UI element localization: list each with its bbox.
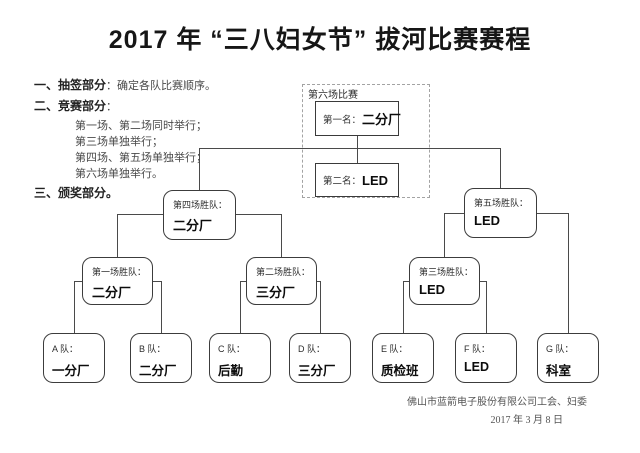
team-box-b: B 队： 二分厂 bbox=[130, 333, 192, 383]
connector-line bbox=[199, 148, 200, 190]
connector-line bbox=[357, 136, 358, 163]
winner-label: 第四场胜队： bbox=[173, 200, 228, 210]
connector-line bbox=[568, 213, 569, 333]
team-label: A 队： bbox=[52, 344, 79, 354]
winner-team: LED bbox=[419, 282, 445, 297]
connector-line bbox=[403, 281, 404, 333]
note-award-section: 三、颁奖部分。 bbox=[34, 184, 216, 201]
first-place-box: 第一名：二分厂 bbox=[315, 101, 402, 136]
team-label: G 队： bbox=[546, 344, 574, 354]
team-label: D 队： bbox=[298, 344, 326, 354]
connector-line bbox=[74, 281, 83, 282]
connector-line bbox=[117, 214, 118, 257]
second-place-box: 第二名：LED bbox=[315, 163, 399, 197]
connector-line bbox=[74, 281, 75, 333]
second-place-label: 第二名： bbox=[323, 176, 362, 187]
winner-team: 二分厂 bbox=[173, 218, 213, 233]
winner-box-match1: 第一场胜队： 二分厂 bbox=[82, 257, 153, 305]
team-label: C 队： bbox=[218, 344, 246, 354]
organizer-text: 佛山市蓝箭电子股份有限公司工会、妇委 bbox=[407, 397, 587, 408]
final-match-group bbox=[302, 84, 430, 198]
team-name: 后勤 bbox=[218, 364, 244, 378]
connector-line bbox=[117, 214, 164, 215]
note-draw-tail: ：确定各队比赛顺序。 bbox=[106, 80, 217, 92]
winner-label: 第二场胜队： bbox=[256, 267, 311, 277]
connector-line bbox=[199, 148, 501, 149]
footer: 佛山市蓝箭电子股份有限公司工会、妇委 2017 年 3 月 8 日 bbox=[407, 393, 587, 426]
connector-line bbox=[536, 213, 568, 214]
second-place-team: LED bbox=[362, 172, 389, 188]
note-draw-head: 一、抽签部分 bbox=[34, 78, 107, 92]
team-box-e: E 队： 质检班 bbox=[372, 333, 434, 383]
team-name: 三分厂 bbox=[298, 364, 336, 378]
winner-team: 三分厂 bbox=[256, 285, 296, 300]
winner-box-match3: 第三场胜队： LED bbox=[409, 257, 480, 305]
connector-line bbox=[479, 281, 487, 282]
team-name: 二分厂 bbox=[139, 364, 177, 378]
note-sub-item: 第六场单独举行。 bbox=[75, 168, 163, 180]
note-match-head: 二、竞赛部分 bbox=[34, 99, 107, 113]
winner-box-match5: 第五场胜队： LED bbox=[464, 188, 537, 238]
connector-line bbox=[281, 214, 282, 257]
connector-line bbox=[444, 213, 445, 257]
team-box-c: C 队： 后勤 bbox=[209, 333, 271, 383]
note-match-section: 二、竞赛部分： bbox=[34, 97, 216, 114]
notes-list: 一、抽签部分：确定各队比赛顺序。 二、竞赛部分： 第一场、第二场同时举行； 第三… bbox=[34, 76, 216, 205]
final-match-label: 第六场比赛 bbox=[308, 90, 358, 101]
winner-box-match2: 第二场胜队： 三分厂 bbox=[246, 257, 317, 305]
winner-team: 二分厂 bbox=[92, 285, 132, 300]
winner-label: 第三场胜队： bbox=[419, 267, 474, 277]
first-place-label: 第一名： bbox=[323, 114, 362, 126]
team-name: 一分厂 bbox=[52, 364, 90, 378]
connector-line bbox=[316, 281, 321, 282]
note-draw-section: 一、抽签部分：确定各队比赛顺序。 bbox=[34, 76, 216, 93]
winner-label: 第一场胜队： bbox=[92, 267, 147, 277]
connector-line bbox=[161, 281, 162, 333]
winner-box-match4: 第四场胜队： 二分厂 bbox=[163, 190, 236, 240]
team-label: F 队： bbox=[464, 344, 490, 354]
connector-line bbox=[403, 281, 410, 282]
team-label: B 队： bbox=[139, 344, 166, 354]
connector-line bbox=[500, 148, 501, 188]
connector-line bbox=[320, 281, 321, 333]
connector-line bbox=[444, 213, 465, 214]
team-box-f: F 队： LED bbox=[455, 333, 517, 383]
connector-line bbox=[236, 214, 282, 215]
date-text: 2017 年 3 月 8 日 bbox=[490, 415, 564, 426]
note-award-head: 三、颁奖部分。 bbox=[34, 186, 119, 200]
winner-team: LED bbox=[474, 213, 500, 228]
team-name: LED bbox=[464, 360, 489, 374]
note-sub-item: 第三场单独举行； bbox=[75, 136, 163, 148]
team-name: 科室 bbox=[546, 364, 572, 378]
team-name: 质检班 bbox=[381, 364, 419, 378]
connector-line bbox=[486, 281, 487, 333]
winner-label: 第五场胜队： bbox=[474, 198, 529, 208]
note-sub-item: 第一场、第二场同时举行； bbox=[75, 120, 207, 132]
team-box-g: G 队： 科室 bbox=[537, 333, 599, 383]
note-sub-item: 第四场、第五场单独举行； bbox=[75, 152, 207, 164]
connector-line bbox=[240, 281, 247, 282]
team-box-d: D 队： 三分厂 bbox=[289, 333, 351, 383]
team-box-a: A 队： 一分厂 bbox=[43, 333, 105, 383]
connector-line bbox=[240, 281, 241, 333]
note-match-tail: ： bbox=[106, 101, 118, 113]
connector-line bbox=[152, 281, 161, 282]
page-title: 2017 年 “三八妇女节” 拔河比赛赛程 bbox=[108, 26, 532, 54]
first-place-team: 二分厂 bbox=[362, 112, 402, 127]
team-label: E 队： bbox=[381, 344, 408, 354]
